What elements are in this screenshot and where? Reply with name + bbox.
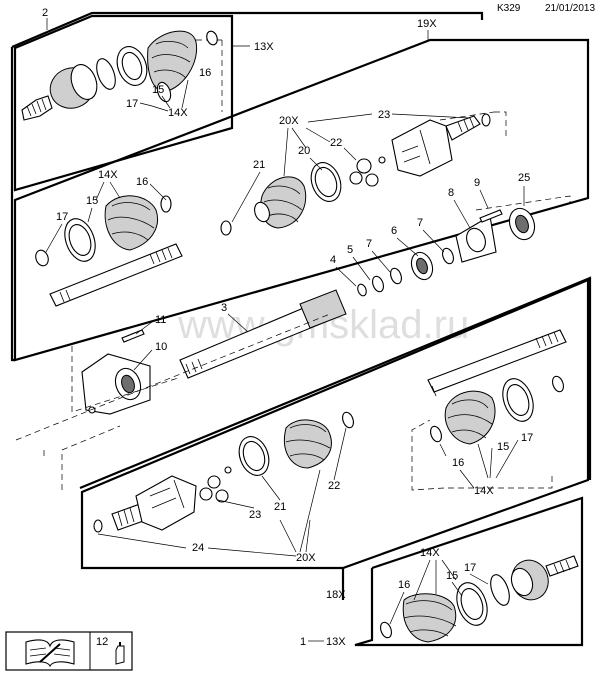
callout-23-top: 23 bbox=[378, 109, 390, 121]
callout-17-lower: 17 bbox=[521, 432, 533, 444]
callout-16-lower: 16 bbox=[452, 457, 464, 469]
outer-joint-top bbox=[21, 30, 250, 121]
lower-assembly-frames bbox=[79, 276, 592, 647]
group-label-20x-lower: 20X bbox=[296, 552, 316, 564]
callout-16-top: 16 bbox=[199, 67, 211, 79]
callout-3: 3 bbox=[221, 302, 227, 314]
callout-22-top: 22 bbox=[330, 137, 342, 149]
group-label-19x: 19X bbox=[417, 18, 437, 30]
callout-15-top: 15 bbox=[152, 84, 164, 96]
frame-13x-bottom bbox=[354, 496, 584, 647]
callout-12: 12 bbox=[96, 636, 108, 648]
boot-and-shaft-upper bbox=[35, 195, 183, 307]
frame-13x-top bbox=[13, 14, 234, 192]
group-label-14x-mid: 14X bbox=[98, 169, 118, 181]
support-bracket bbox=[81, 329, 151, 415]
tripod-joint-upper bbox=[220, 113, 491, 236]
callout-11: 11 bbox=[155, 314, 166, 326]
callout-17-bottom: 17 bbox=[464, 562, 476, 574]
callout-15-bottom: 15 bbox=[446, 570, 458, 582]
group-label-13x-bottom: 13X bbox=[326, 636, 346, 648]
intermediate-shaft bbox=[179, 289, 347, 379]
group-label-14x-bottom: 14X bbox=[420, 547, 440, 559]
callout-21-lower: 21 bbox=[274, 501, 286, 513]
callout-7-top: 7 bbox=[417, 217, 423, 229]
frame-18x bbox=[80, 278, 590, 570]
callout-22-lower: 22 bbox=[328, 480, 340, 492]
tripod-joint-lower bbox=[93, 411, 354, 533]
callout-21-top: 21 bbox=[253, 159, 265, 171]
callout-4: 4 bbox=[330, 254, 336, 266]
callout-25: 25 bbox=[518, 172, 530, 184]
group-label-20x-top: 20X bbox=[279, 115, 299, 127]
callout-2: 2 bbox=[42, 7, 48, 19]
callout-16-bottom: 16 bbox=[398, 579, 410, 591]
callout-6: 6 bbox=[391, 225, 397, 237]
group-label-14x-top: 14X bbox=[168, 107, 188, 119]
callout-15-lower: 15 bbox=[497, 441, 509, 453]
group-label-18x: 18X bbox=[326, 589, 346, 601]
outer-joint-bottom bbox=[380, 555, 579, 643]
callout-10: 10 bbox=[155, 341, 167, 353]
legend-box: 12 bbox=[5, 631, 133, 671]
group-label-13x-top: 13X bbox=[254, 41, 274, 53]
bearing-parts bbox=[357, 207, 536, 297]
callout-16-mid: 16 bbox=[136, 176, 148, 188]
callout-7-mid: 7 bbox=[366, 238, 372, 250]
callout-9: 9 bbox=[474, 177, 480, 189]
callout-17-top: 17 bbox=[126, 98, 138, 110]
shaft-and-boot-lower bbox=[427, 329, 567, 445]
diagram-code: K329 bbox=[497, 3, 521, 14]
grease-tube-icon bbox=[115, 642, 125, 665]
diagram-date: 21/01/2013 bbox=[545, 3, 595, 14]
callout-8: 8 bbox=[448, 187, 454, 199]
callout-17-mid: 17 bbox=[56, 211, 68, 223]
callout-24: 24 bbox=[192, 542, 204, 554]
callout-23-lower: 23 bbox=[249, 509, 261, 521]
callout-1: 1 bbox=[300, 636, 306, 648]
upper-assembly-frames bbox=[10, 11, 590, 362]
frame-19x bbox=[13, 38, 590, 362]
callout-5: 5 bbox=[347, 244, 353, 256]
callout-15-mid: 15 bbox=[86, 195, 98, 207]
callout-20: 20 bbox=[298, 145, 310, 157]
manual-book-icon bbox=[25, 639, 75, 668]
group-label-14x-lower: 14X bbox=[474, 485, 494, 497]
